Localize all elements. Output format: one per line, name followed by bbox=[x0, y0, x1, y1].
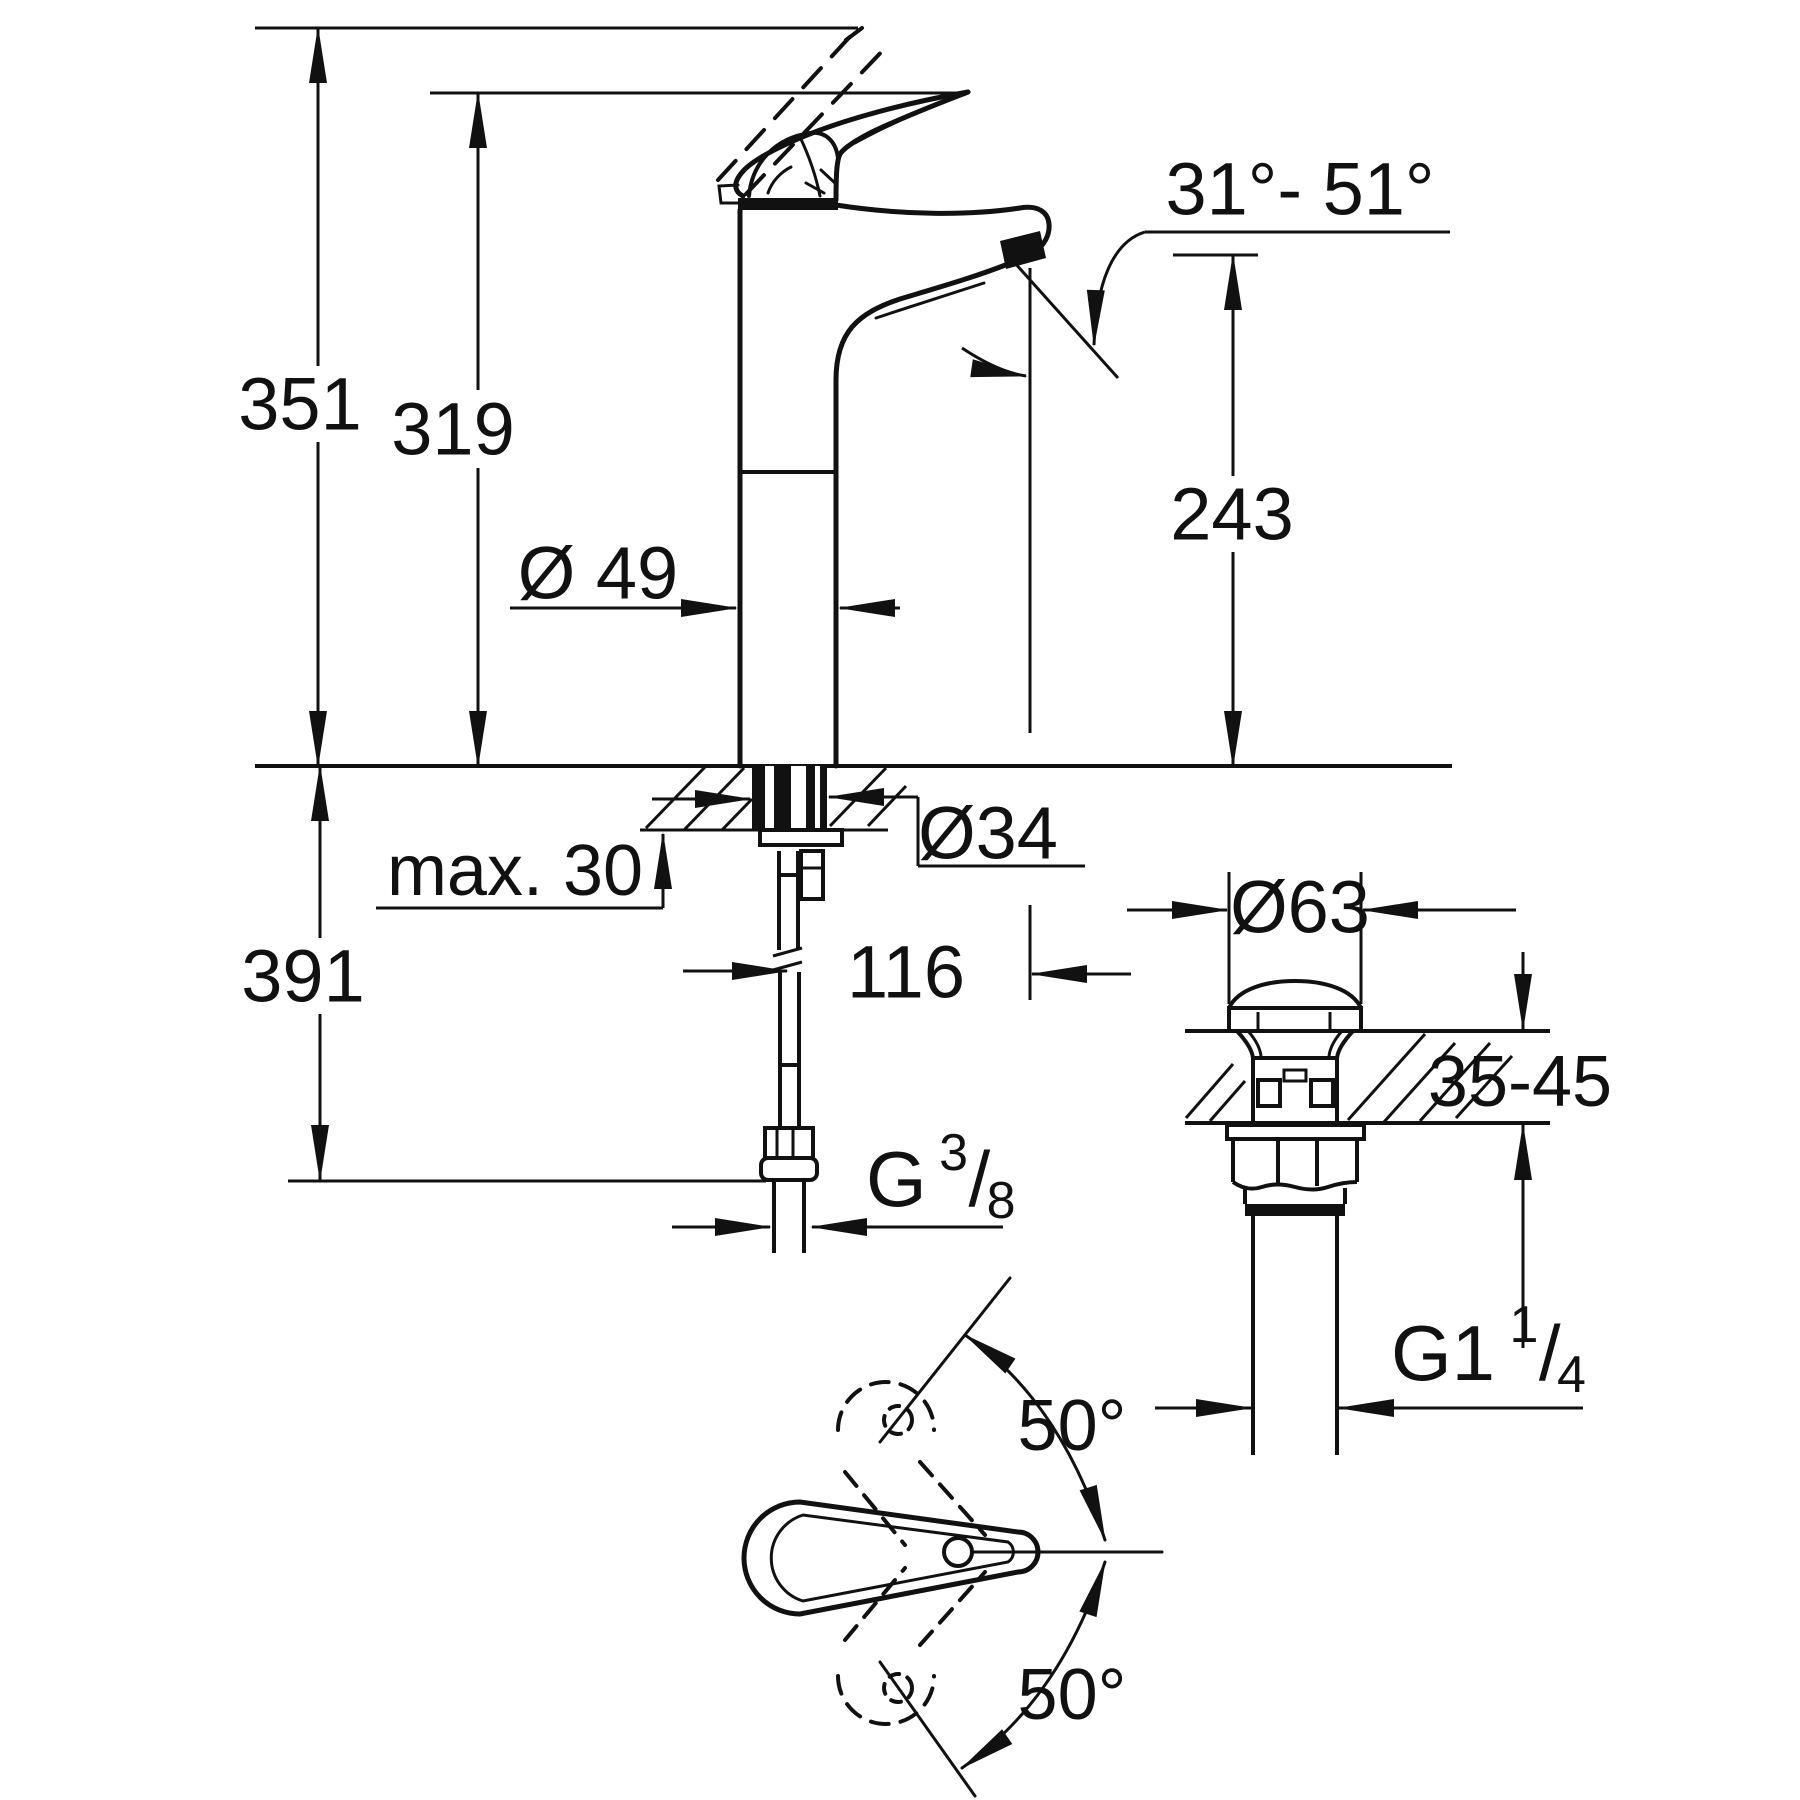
waste-trumpet-outer bbox=[1235, 1029, 1355, 1059]
threaded-shank bbox=[752, 766, 827, 830]
leader-spray-angle bbox=[1003, 250, 1120, 380]
shank-highlight-1 bbox=[765, 766, 774, 830]
connector-facets bbox=[775, 1128, 795, 1158]
connector-ring bbox=[759, 1156, 819, 1182]
swivel-ray-up bbox=[878, 1276, 1012, 1444]
label-plates bbox=[246, 366, 1294, 1014]
label-body-diameter: Ø 49 bbox=[518, 532, 678, 615]
aerator-icon bbox=[1000, 231, 1046, 269]
mounting-detail bbox=[644, 764, 908, 1253]
handle-dashed-up-hole bbox=[882, 1404, 914, 1436]
label-waste-counter-range: 35-45 bbox=[1428, 1042, 1612, 1122]
mounting-flange bbox=[758, 828, 844, 847]
lever-raised-tip bbox=[844, 26, 864, 42]
waste-cap-dome bbox=[1227, 978, 1363, 1009]
spout-inner-line bbox=[874, 281, 986, 320]
handle-dashed-down-bulb bbox=[836, 1674, 936, 1726]
counter-hatch-lines bbox=[644, 764, 908, 832]
handle-outline bbox=[741, 1499, 1041, 1617]
pop-up-rod-upper bbox=[777, 851, 800, 950]
rod-guide-block bbox=[799, 849, 825, 901]
handle-dashed-up-edges bbox=[843, 1460, 987, 1547]
label-total-height: 351 bbox=[238, 363, 361, 446]
pop-up-rod-lower bbox=[778, 972, 801, 1128]
waste-trumpet-inner bbox=[1246, 1030, 1344, 1057]
waste-cap-band bbox=[1227, 1006, 1363, 1033]
swivel-arc-down bbox=[960, 1560, 1107, 1770]
lever-fold-line bbox=[853, 97, 954, 145]
waste-locknut-scallop bbox=[1231, 1180, 1358, 1192]
label-under-counter-depth: 391 bbox=[241, 935, 364, 1018]
waste-center-notch bbox=[1282, 1068, 1308, 1083]
waste-tailpipe bbox=[1251, 1216, 1339, 1455]
label-spout-pivot-height: 319 bbox=[391, 388, 514, 471]
waste-slot-left bbox=[1256, 1078, 1282, 1108]
ext-lines-waste-cap bbox=[1227, 872, 1363, 1004]
spout-top-edge bbox=[833, 202, 1052, 255]
spout-underside bbox=[833, 261, 1011, 383]
label-aerator-height: 243 bbox=[1170, 473, 1293, 556]
waste-cap-ticks bbox=[1256, 1012, 1332, 1031]
label-spout-reach: 116 bbox=[847, 931, 965, 1014]
handle-joint-bar bbox=[738, 198, 838, 210]
label-counter-max-thickness: max. 30 bbox=[387, 831, 643, 911]
rod-break-symbol bbox=[772, 946, 803, 972]
waste-locknut bbox=[1231, 1137, 1359, 1186]
shank-highlight-3 bbox=[815, 766, 820, 830]
label-shank-diameter: Ø34 bbox=[918, 792, 1058, 875]
waste-washer bbox=[1225, 1123, 1366, 1141]
faucet-side-view bbox=[716, 26, 1052, 769]
label-lever-angle-range: 31°- 51° bbox=[1165, 148, 1434, 231]
waste-body bbox=[1251, 1056, 1339, 1123]
waste-seal-band bbox=[1245, 1204, 1345, 1216]
waste-step bbox=[1243, 1188, 1347, 1204]
lever-top-edge bbox=[733, 89, 971, 199]
pop-up-waste-view bbox=[1184, 978, 1550, 1455]
waste-counter-hatch bbox=[1184, 1032, 1514, 1124]
handle-dashed-up-bulb bbox=[836, 1380, 936, 1432]
swivel-arc-up bbox=[963, 1333, 1107, 1542]
dimension-lines bbox=[309, 26, 1583, 1417]
label-supply-thread: G 3 / 8 bbox=[866, 1124, 1016, 1230]
swivel-ray-down bbox=[878, 1660, 977, 1798]
handle-hook-notch bbox=[717, 183, 742, 205]
lever-raised-dashed-2 bbox=[744, 43, 890, 196]
label-swivel-angle-down: 50° bbox=[1018, 1655, 1127, 1735]
handle-dashed-down-edges bbox=[843, 1566, 987, 1647]
arc-angle-lower bbox=[961, 346, 1028, 378]
label-waste-flange-diameter: Ø63 bbox=[1230, 866, 1370, 949]
dimension-labels: 351 319 391 243 31°- 51° Ø 49 max. 30 Ø3… bbox=[238, 148, 1612, 1736]
arc-angle-upper bbox=[1086, 230, 1146, 347]
supply-pipe bbox=[772, 1180, 806, 1253]
label-swivel-angle-up: 50° bbox=[1018, 1386, 1127, 1466]
label-waste-thread: G1 1 / 4 bbox=[1391, 1296, 1586, 1404]
dome-crease-lines bbox=[766, 135, 838, 198]
handle-top-view bbox=[741, 1276, 1164, 1798]
lever-raised-dashed-1 bbox=[716, 28, 858, 182]
handle-pivot-hole bbox=[942, 1536, 974, 1568]
shank-highlight-2 bbox=[791, 766, 806, 830]
supply-connector-nut bbox=[763, 1126, 815, 1160]
handle-dashed-down-hole bbox=[882, 1672, 914, 1704]
waste-slot-right bbox=[1309, 1078, 1335, 1108]
